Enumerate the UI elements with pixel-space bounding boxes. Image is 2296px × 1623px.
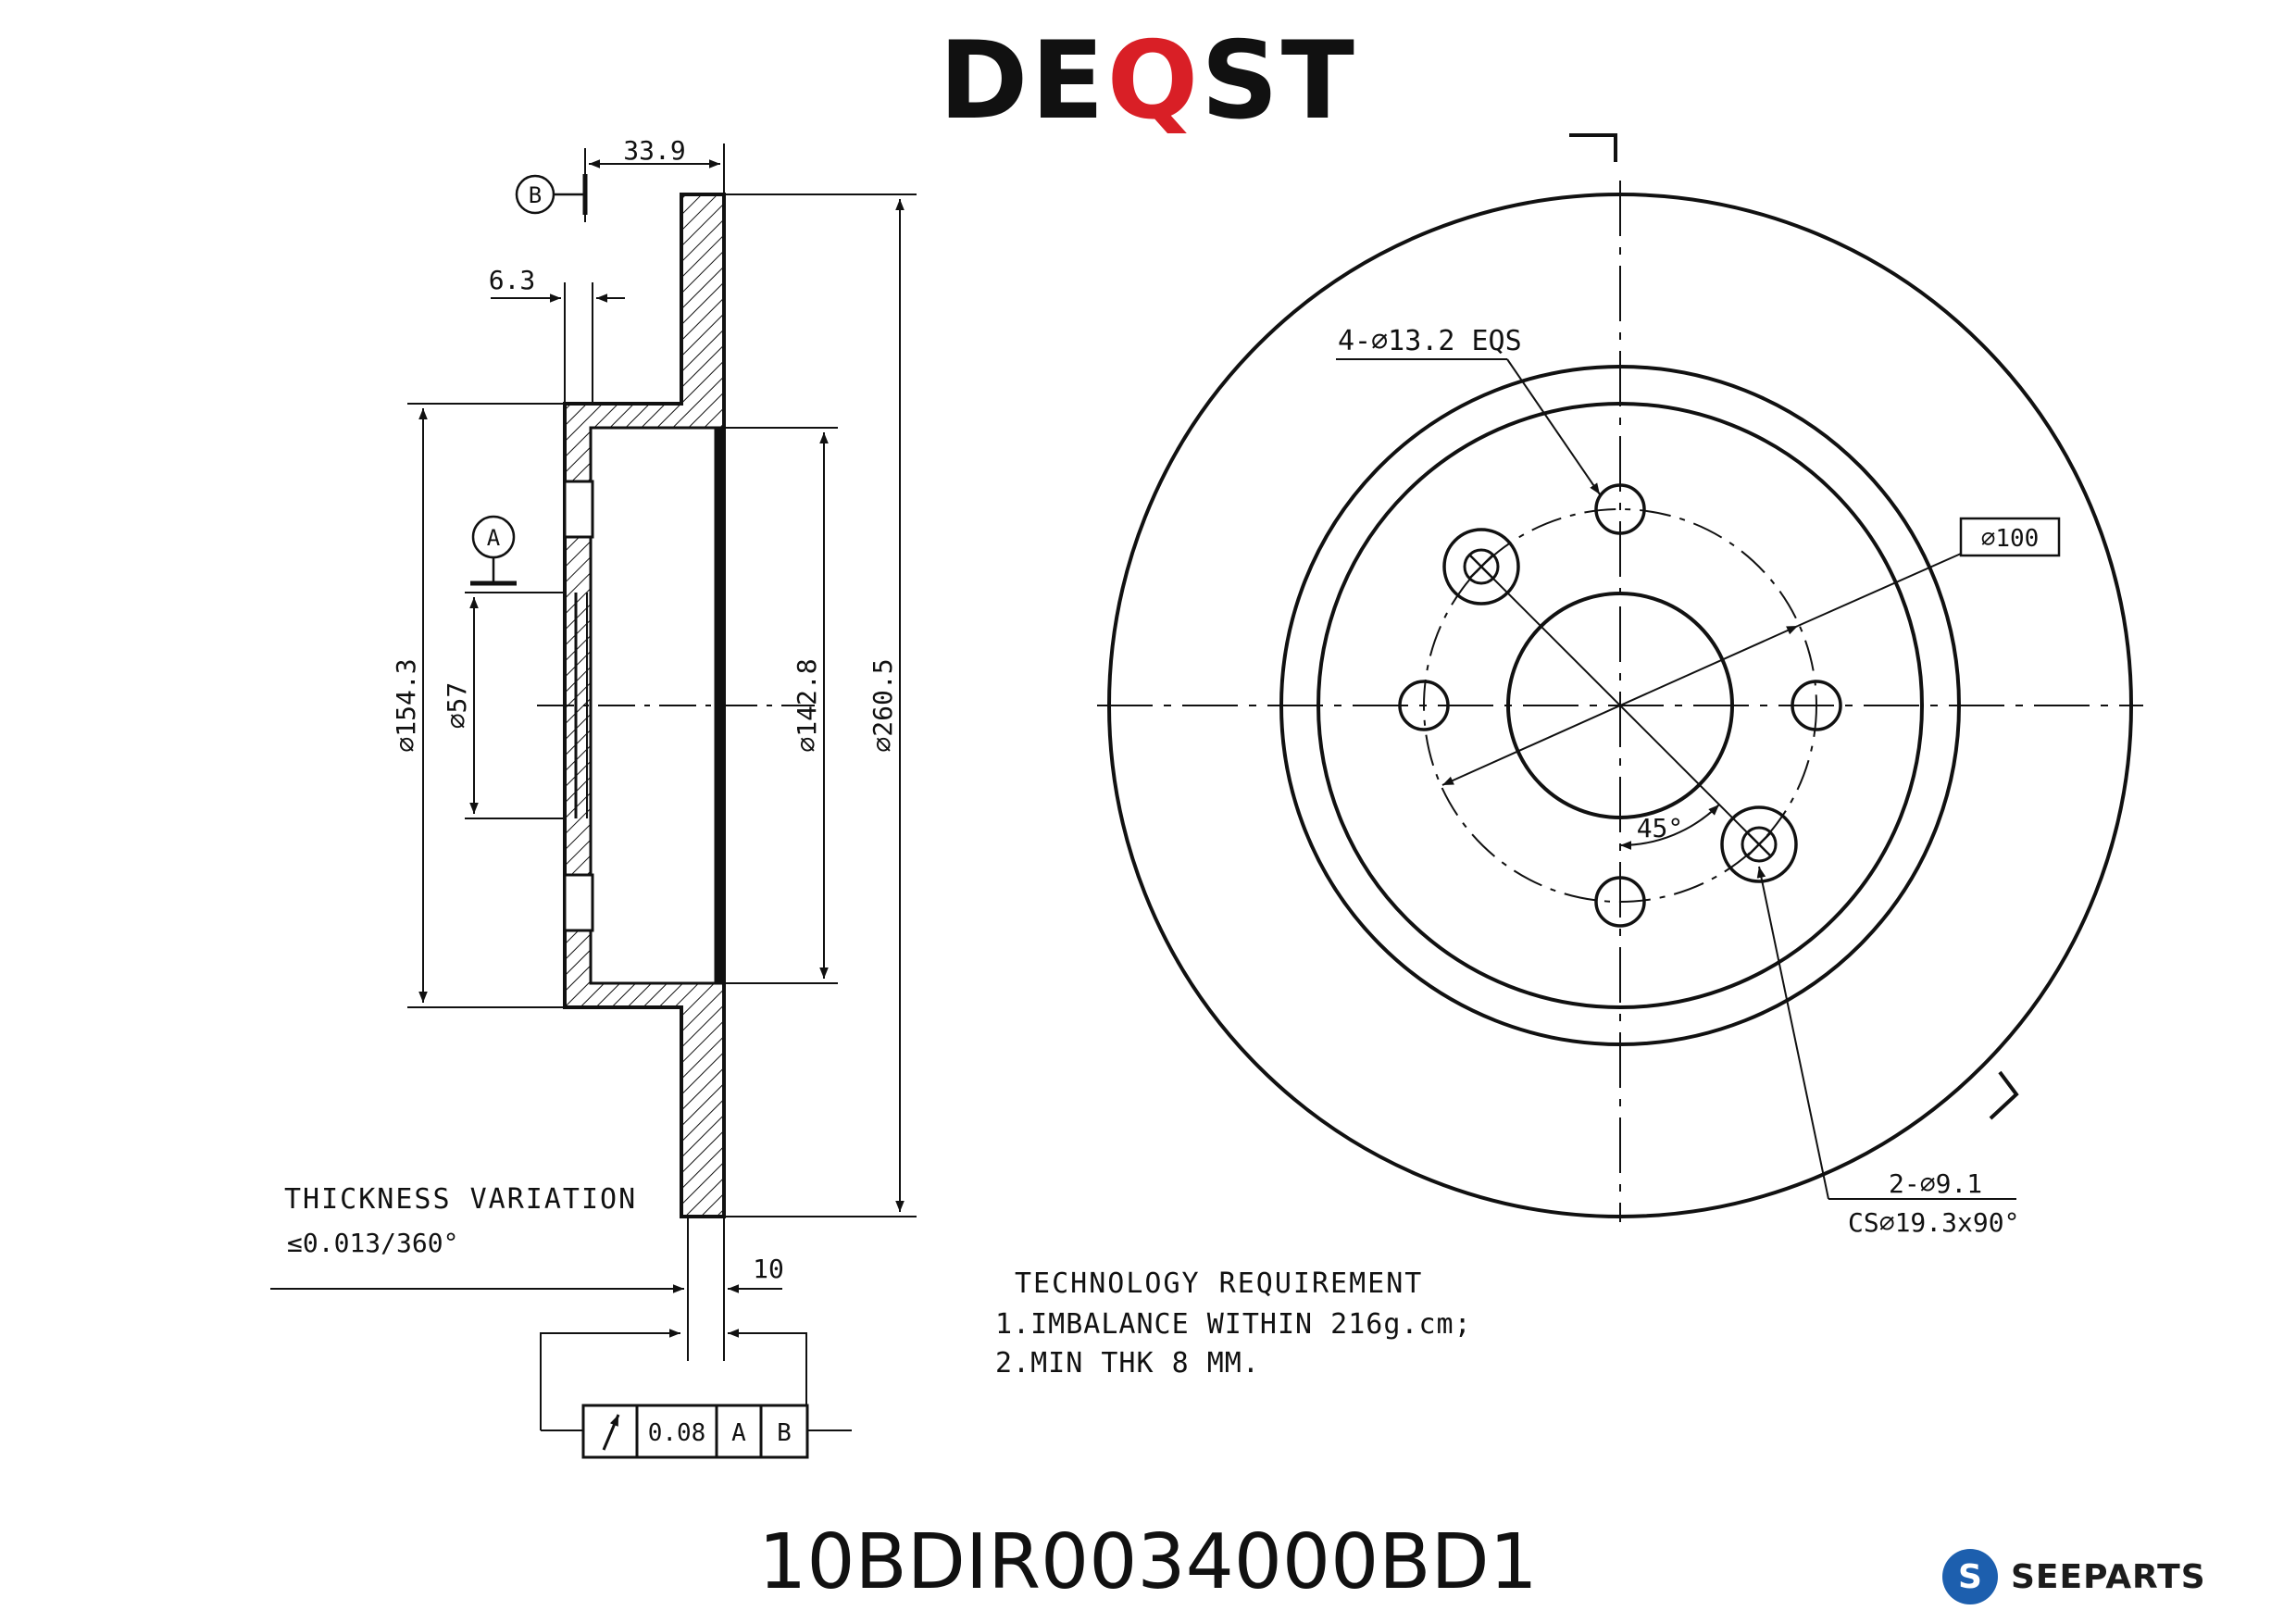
- bolt-holes-leader: [1506, 358, 1601, 495]
- pcd-leader: [1797, 553, 1962, 627]
- section-mark-bottom: [1989, 1070, 2019, 1120]
- thickness-variation-title: THICKNESS VARIATION: [284, 1183, 637, 1216]
- datum-b-label: B: [529, 182, 542, 208]
- brand-accent: Q: [1106, 19, 1202, 144]
- technology-requirement-block: TECHNOLOGY REQUIREMENT 1.IMBALANCE WITHI…: [995, 1267, 1472, 1380]
- outer-dia-label: ⌀260.5: [867, 658, 898, 752]
- bolt-hole-bottom: [1594, 876, 1646, 928]
- seeparts-logo-text: SEEPARTS: [2011, 1557, 2206, 1596]
- part-number: 10BDIR0034000BD1: [758, 1518, 1538, 1606]
- bore-notch-top: [563, 480, 594, 539]
- thickness-variation-value: ≤0.013/360°: [287, 1228, 458, 1258]
- countersink-label: CS⌀19.3x90°: [1848, 1207, 2019, 1238]
- tech-req-item-1: 1.IMBALANCE WITHIN 216g.cm;: [995, 1308, 1472, 1341]
- brand-suffix: ST: [1201, 19, 1357, 144]
- frame-tolerance: 0.08: [648, 1419, 706, 1447]
- front-view: ⌀100 4-⌀13.2 EQS 45° 2-⌀9.1 CS⌀19.3x90°: [1097, 133, 2143, 1238]
- frame-border: [581, 1404, 809, 1459]
- pcd-label: ⌀100: [1981, 525, 2040, 553]
- runout-arrow-icon: [602, 1414, 620, 1451]
- hat-dia-label: ⌀154.3: [391, 658, 421, 752]
- aux-holes-leader: [1756, 866, 1829, 1200]
- frame-datum-b: B: [777, 1419, 792, 1447]
- tech-req-item-2: 2.MIN THK 8 MM.: [995, 1347, 1260, 1380]
- offset-dim-label: 33.9: [623, 135, 685, 166]
- frame-datum-a: A: [731, 1419, 746, 1447]
- datum-a-label: A: [487, 525, 501, 551]
- seeparts-logo: S SEEPARTS: [1942, 1544, 2206, 1609]
- pcd-box: [1959, 517, 2061, 557]
- section-mark-top: [1569, 133, 1617, 162]
- bolt-holes-label: 4-⌀13.2 EQS: [1338, 325, 1522, 357]
- runout-leader-left: [540, 1329, 680, 1430]
- angle-label: 45°: [1637, 813, 1684, 843]
- runout-control-frame: 0.08 A B: [581, 1404, 809, 1459]
- thk-dim-label: 10: [753, 1254, 784, 1284]
- bore-dia-label: ⌀57: [442, 682, 472, 730]
- seeparts-logo-icon: S: [1942, 1549, 1998, 1604]
- aux-holes-label: 2-⌀9.1: [1889, 1168, 1982, 1199]
- section-view: 33.9 B 6.3 A ⌀154.3 ⌀57 ⌀142.8: [270, 135, 917, 1459]
- tech-req-title: TECHNOLOGY REQUIREMENT: [1015, 1267, 1423, 1300]
- angle-arc: [1619, 804, 1720, 850]
- inner-dia-label: ⌀142.8: [792, 658, 822, 752]
- pcd-dim-line: [1441, 625, 1799, 786]
- bolt-hole-top: [1594, 483, 1646, 535]
- hat-step-label: 6.3: [489, 265, 536, 295]
- brand-logo: DEQST: [0, 19, 2296, 144]
- brand-prefix: DE: [939, 19, 1107, 144]
- bore-notch-bottom: [563, 873, 594, 932]
- runout-leader-right: [728, 1329, 807, 1430]
